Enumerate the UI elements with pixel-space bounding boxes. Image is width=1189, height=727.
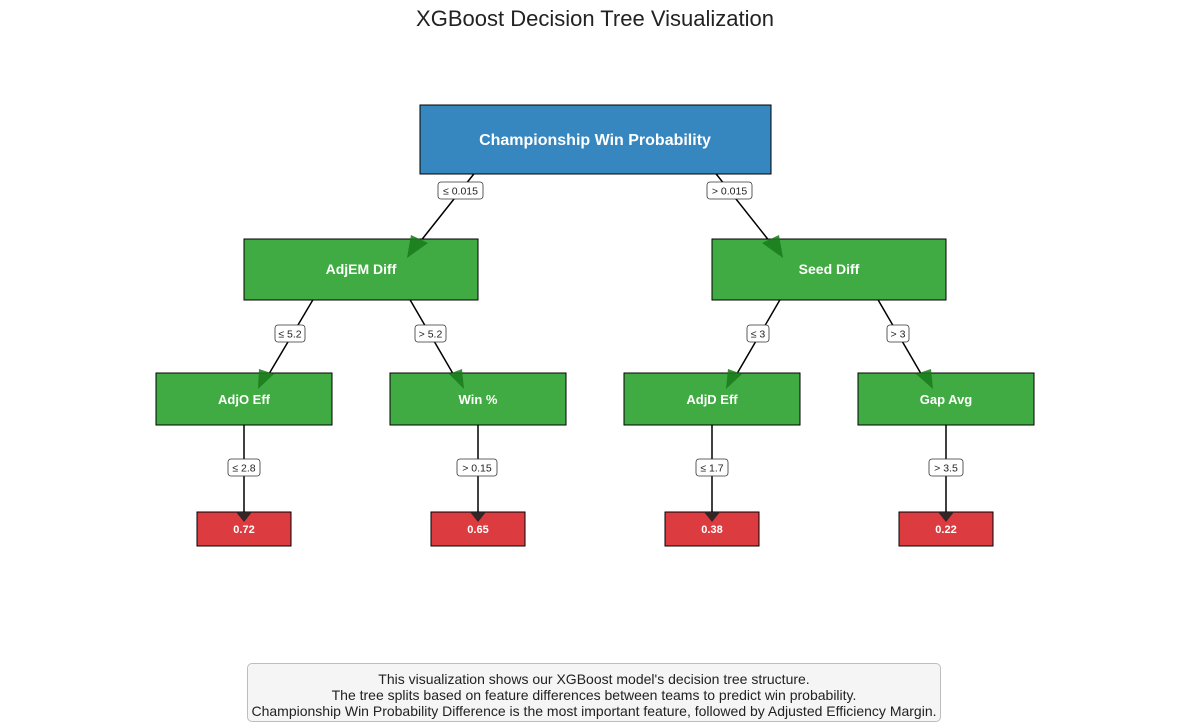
- diagram-title: XGBoost Decision Tree Visualization: [416, 6, 774, 31]
- leaf-node-3-value: 0.38: [701, 524, 722, 536]
- node-adjo-eff: AdjO Eff: [155, 372, 333, 426]
- edge-label-gap-leaf4: > 3.5: [928, 458, 964, 477]
- arrowhead-root-seed: [762, 235, 783, 258]
- node-root-label: Championship Win Probability: [479, 132, 711, 149]
- arrowhead-winpct-leaf2: [470, 512, 486, 522]
- edge-label-seed-gap: > 3: [886, 324, 910, 343]
- edge-arrowheads: [236, 235, 954, 522]
- node-adjem-diff: AdjEM Diff: [243, 238, 479, 301]
- node-adjem-diff-label: AdjEM Diff: [326, 261, 397, 277]
- leaf-node-1-value: 0.72: [233, 524, 254, 536]
- edge-label-seed-gap-text: > 3: [891, 329, 906, 341]
- arrowhead-gap-leaf4: [938, 512, 954, 522]
- leaf-node-1: 0.72: [196, 511, 292, 547]
- edge-label-adjem-adjo: ≤ 5.2: [274, 324, 306, 343]
- edge-label-winpct-leaf2-text: > 0.15: [462, 463, 492, 475]
- edge-label-adjd-leaf3-text: ≤ 1.7: [700, 463, 723, 475]
- edge-label-adjem-adjo-text: ≤ 5.2: [278, 329, 301, 341]
- node-adjo-eff-label: AdjO Eff: [218, 392, 271, 407]
- arrowhead-seed-gap: [916, 369, 933, 389]
- edge-label-adjem-winpct: > 5.2: [414, 324, 447, 343]
- leaf-node-2-value: 0.65: [467, 524, 488, 536]
- node-gap-avg-label: Gap Avg: [920, 392, 973, 407]
- edge-label-adjo-leaf1-text: ≤ 2.8: [232, 463, 255, 475]
- node-seed-diff: Seed Diff: [711, 238, 947, 301]
- node-adjd-eff-label: AdjD Eff: [686, 392, 738, 407]
- edge-label-root-adjem: ≤ 0.015: [437, 181, 484, 200]
- arrowhead-adjo-leaf1: [236, 512, 252, 522]
- node-adjd-eff: AdjD Eff: [623, 372, 801, 426]
- edge-label-gap-leaf4-text: > 3.5: [934, 463, 958, 475]
- arrowhead-adjem-winpct: [449, 369, 464, 389]
- caption-line-3: Championship Win Probability Difference …: [251, 703, 937, 719]
- edge-label-seed-adjd: ≤ 3: [746, 324, 770, 343]
- edge-label-root-seed-text: > 0.015: [712, 186, 747, 198]
- caption-line-1: This visualization shows our XGBoost mod…: [378, 671, 810, 687]
- caption-line-2: The tree splits based on feature differe…: [331, 687, 857, 703]
- edge-label-seed-adjd-text: ≤ 3: [751, 329, 766, 341]
- arrowhead-seed-adjd: [726, 369, 742, 389]
- edge-label-winpct-leaf2: > 0.15: [456, 458, 498, 477]
- arrowhead-adjd-leaf3: [704, 512, 720, 522]
- edge-label-adjem-winpct-text: > 5.2: [419, 329, 443, 341]
- node-win-pct: Win %: [389, 372, 567, 426]
- node-root: Championship Win Probability: [419, 104, 772, 175]
- edge-labels: ≤ 0.015 > 0.015 ≤ 5.2 > 5.2 ≤ 3 > 3 ≤ 2.…: [227, 181, 964, 477]
- node-gap-avg: Gap Avg: [857, 372, 1035, 426]
- node-win-pct-label: Win %: [459, 392, 498, 407]
- edge-lines: [243, 145, 947, 520]
- leaf-node-4-value: 0.22: [935, 524, 956, 536]
- caption-box: This visualization shows our XGBoost mod…: [247, 663, 941, 722]
- edge-label-adjd-leaf3: ≤ 1.7: [695, 458, 729, 477]
- node-seed-diff-label: Seed Diff: [799, 261, 860, 277]
- edge-label-root-seed: > 0.015: [706, 181, 753, 200]
- edge-label-adjo-leaf1: ≤ 2.8: [227, 458, 261, 477]
- arrowhead-adjem-adjo: [258, 369, 274, 389]
- arrowhead-root-adjem: [407, 235, 428, 258]
- edge-label-root-adjem-text: ≤ 0.015: [443, 186, 478, 198]
